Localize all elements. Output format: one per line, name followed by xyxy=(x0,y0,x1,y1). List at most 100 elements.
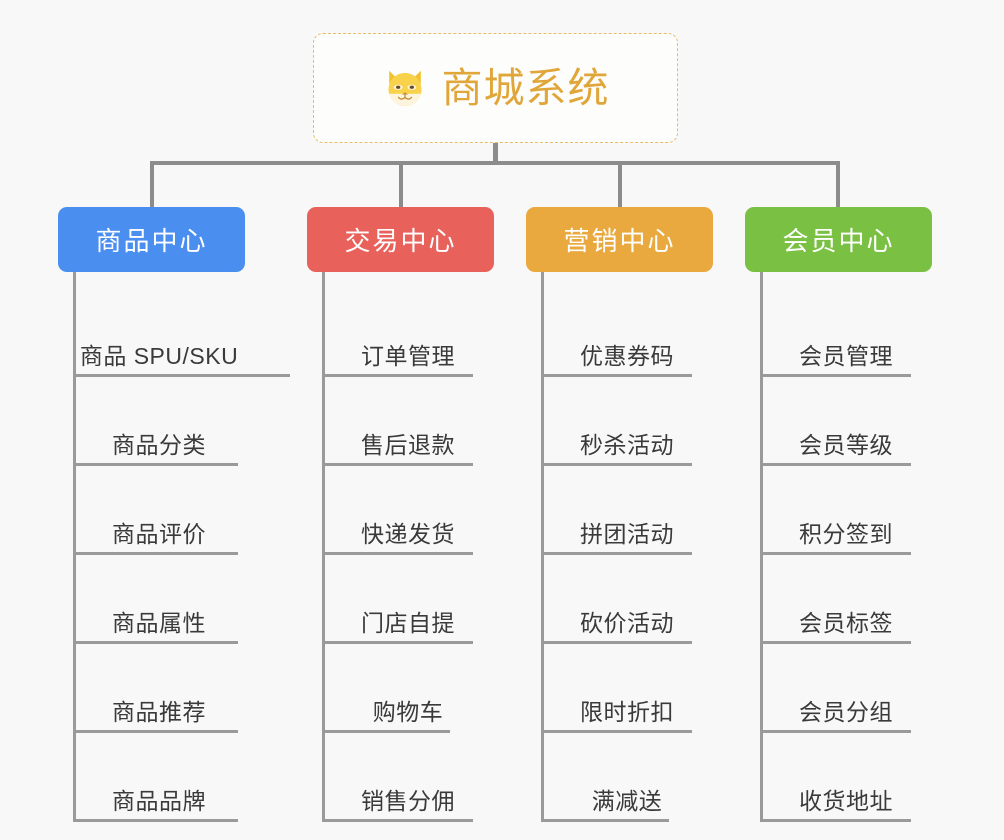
leaf-underline xyxy=(73,641,238,644)
leaf-item[interactable]: 砍价活动 xyxy=(541,555,713,644)
leaf-label: 会员分组 xyxy=(799,699,893,725)
column-header-label: 商品中心 xyxy=(95,226,208,256)
column-member-center: 会员中心 会员管理 会员等级 积分签到 会员标签 会员分组 xyxy=(745,207,932,822)
leaf-list-product-center: 商品 SPU/SKU 商品分类 商品评价 商品属性 商品推荐 商品品牌 xyxy=(73,272,290,822)
leaf-underline xyxy=(73,552,238,555)
column-header-marketing-center[interactable]: 营销中心 xyxy=(526,207,713,272)
leaf-item[interactable]: 满减送 xyxy=(541,733,713,822)
connector-drop-trade-center xyxy=(399,161,403,207)
leaf-label: 售后退款 xyxy=(361,432,455,458)
leaf-item[interactable]: 商品属性 xyxy=(73,555,245,644)
leaf-underline xyxy=(760,819,911,822)
leaf-underline xyxy=(73,819,238,822)
connector-drop-product-center xyxy=(150,161,154,207)
leaf-spine xyxy=(760,272,763,822)
leaf-underline xyxy=(322,463,473,466)
leaf-item[interactable]: 拼团活动 xyxy=(541,466,713,555)
leaf-underline xyxy=(541,730,692,733)
leaf-item[interactable]: 会员分组 xyxy=(760,644,932,733)
leaf-item[interactable]: 商品 SPU/SKU xyxy=(73,288,290,377)
leaf-label: 拼团活动 xyxy=(580,521,674,547)
leaf-underline xyxy=(322,374,473,377)
root-title: 商城系统 xyxy=(441,64,610,111)
leaf-item[interactable]: 商品品牌 xyxy=(73,733,245,822)
leaf-underline xyxy=(322,819,473,822)
column-header-label: 营销中心 xyxy=(563,226,676,256)
leaf-item[interactable]: 销售分佣 xyxy=(322,733,494,822)
connector-drop-marketing-center xyxy=(618,161,622,207)
leaf-label: 销售分佣 xyxy=(361,788,455,814)
leaf-underline xyxy=(322,552,473,555)
leaf-item[interactable]: 商品分类 xyxy=(73,377,245,466)
leaf-label: 优惠券码 xyxy=(580,343,674,369)
leaf-item[interactable]: 订单管理 xyxy=(322,288,494,377)
leaf-label: 门店自提 xyxy=(361,610,455,636)
leaf-item[interactable]: 会员等级 xyxy=(760,377,932,466)
leaf-label: 订单管理 xyxy=(361,343,455,369)
leaf-item[interactable]: 商品评价 xyxy=(73,466,245,555)
leaf-item[interactable]: 快递发货 xyxy=(322,466,494,555)
leaf-spine xyxy=(322,272,325,822)
column-trade-center: 交易中心 订单管理 售后退款 快递发货 门店自提 购物车 xyxy=(307,207,494,822)
leaf-item[interactable]: 优惠券码 xyxy=(541,288,713,377)
leaf-label: 收货地址 xyxy=(799,788,893,814)
leaf-underline xyxy=(760,463,911,466)
leaf-list-trade-center: 订单管理 售后退款 快递发货 门店自提 购物车 销售分佣 xyxy=(322,272,494,822)
leaf-label: 商品 SPU/SKU xyxy=(79,343,239,369)
leaf-underline xyxy=(760,730,911,733)
leaf-label: 商品分类 xyxy=(112,432,206,458)
column-header-member-center[interactable]: 会员中心 xyxy=(745,207,932,272)
leaf-list-marketing-center: 优惠券码 秒杀活动 拼团活动 砍价活动 限时折扣 满减送 xyxy=(541,272,713,822)
leaf-underline xyxy=(541,641,692,644)
column-product-center: 商品中心 商品 SPU/SKU 商品分类 商品评价 商品属性 商品推荐 xyxy=(58,207,290,822)
leaf-item[interactable]: 限时折扣 xyxy=(541,644,713,733)
connector-root-stem xyxy=(493,143,498,165)
leaf-label: 商品属性 xyxy=(112,610,206,636)
leaf-underline xyxy=(541,463,692,466)
column-header-trade-center[interactable]: 交易中心 xyxy=(307,207,494,272)
column-header-label: 交易中心 xyxy=(344,226,457,256)
leaf-label: 商品品牌 xyxy=(112,788,206,814)
leaf-item[interactable]: 商品推荐 xyxy=(73,644,245,733)
leaf-item[interactable]: 会员标签 xyxy=(760,555,932,644)
leaf-label: 秒杀活动 xyxy=(580,432,674,458)
leaf-item[interactable]: 售后退款 xyxy=(322,377,494,466)
leaf-label: 会员等级 xyxy=(799,432,893,458)
leaf-underline xyxy=(322,730,450,733)
leaf-underline xyxy=(322,641,473,644)
leaf-item[interactable]: 会员管理 xyxy=(760,288,932,377)
dog-face-icon xyxy=(387,70,422,106)
leaf-spine xyxy=(541,272,544,822)
column-header-product-center[interactable]: 商品中心 xyxy=(58,207,245,272)
leaf-underline xyxy=(541,552,692,555)
leaf-item[interactable]: 收货地址 xyxy=(760,733,932,822)
connector-bus xyxy=(150,161,840,165)
leaf-underline xyxy=(73,463,238,466)
leaf-label: 商品评价 xyxy=(112,521,206,547)
leaf-list-member-center: 会员管理 会员等级 积分签到 会员标签 会员分组 收货地址 xyxy=(760,272,932,822)
leaf-underline xyxy=(760,374,911,377)
leaf-label: 会员标签 xyxy=(799,610,893,636)
column-marketing-center: 营销中心 优惠券码 秒杀活动 拼团活动 砍价活动 限时折扣 xyxy=(526,207,713,822)
leaf-underline xyxy=(541,819,669,822)
leaf-label: 积分签到 xyxy=(799,521,893,547)
leaf-underline xyxy=(760,552,911,555)
connector-drop-member-center xyxy=(836,161,840,207)
leaf-label: 快递发货 xyxy=(361,521,455,547)
leaf-underline xyxy=(760,641,911,644)
column-header-label: 会员中心 xyxy=(782,226,895,256)
leaf-spine xyxy=(73,272,76,822)
leaf-label: 限时折扣 xyxy=(580,699,674,725)
root-node[interactable]: 商城系统 xyxy=(313,33,678,143)
leaf-item[interactable]: 秒杀活动 xyxy=(541,377,713,466)
leaf-item[interactable]: 积分签到 xyxy=(760,466,932,555)
leaf-label: 砍价活动 xyxy=(580,610,674,636)
leaf-label: 商品推荐 xyxy=(112,699,206,725)
leaf-item[interactable]: 购物车 xyxy=(322,644,494,733)
leaf-item[interactable]: 门店自提 xyxy=(322,555,494,644)
leaf-underline xyxy=(73,730,238,733)
leaf-underline xyxy=(73,374,290,377)
leaf-underline xyxy=(541,374,692,377)
leaf-label: 会员管理 xyxy=(799,343,893,369)
